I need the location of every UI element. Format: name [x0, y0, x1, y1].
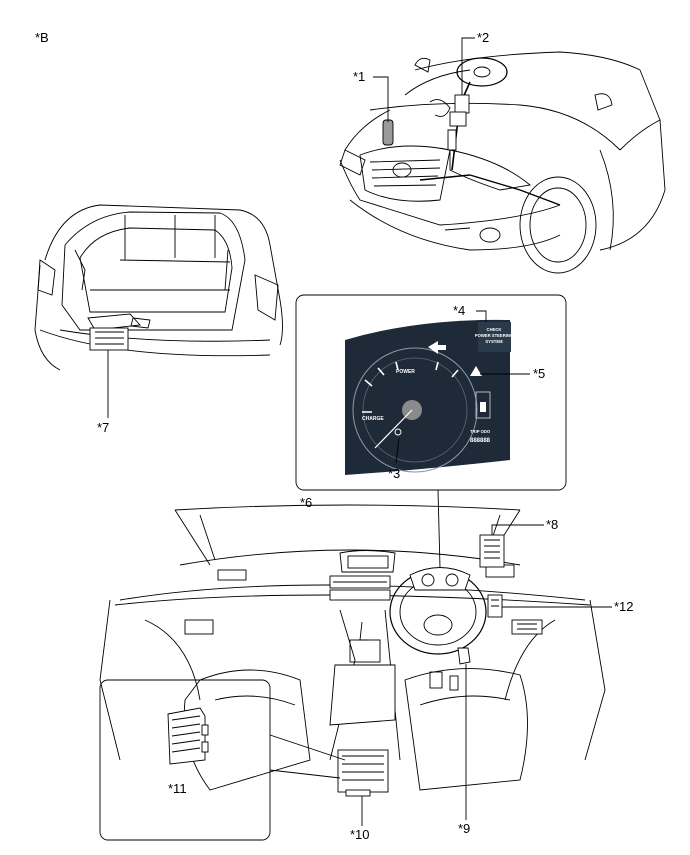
- front-vehicle-illustration: [339, 51, 666, 274]
- callout-labels: *1 *2 *3 *4 *5 *6 *7 *8 *9 *10 *11 *12: [97, 30, 634, 842]
- charge-gauge-label: CHARGE: [362, 416, 384, 422]
- leader-lines: [107, 37, 612, 826]
- ecu-inset: [99, 679, 346, 841]
- callout-10: *10: [350, 827, 370, 842]
- callout-4: *4: [453, 303, 465, 318]
- warning-line-3: SYSTEM: [485, 339, 503, 344]
- trip-odo-label: TRIP ODO: [470, 429, 491, 434]
- callout-9: *9: [458, 821, 470, 836]
- callout-8: *8: [546, 517, 558, 532]
- rear-vehicle-illustration: [34, 204, 283, 371]
- warning-line-2: POWER STEERING: [475, 333, 513, 338]
- figure-id: *B: [35, 30, 49, 45]
- callout-7: *7: [97, 420, 109, 435]
- trip-odo-value: 888888: [470, 438, 491, 444]
- callout-2: *2: [477, 30, 489, 45]
- callout-12: *12: [614, 599, 634, 614]
- callout-1: *1: [353, 69, 365, 84]
- power-gauge-label: POWER: [396, 369, 415, 375]
- callout-5: *5: [533, 366, 545, 381]
- cluster-inset: POWER CHARGE CHECK POWER STEERING SYSTEM…: [295, 294, 567, 569]
- callout-3: *3: [388, 466, 400, 481]
- callout-11: *11: [168, 781, 187, 796]
- callout-6: *6: [300, 495, 312, 510]
- warning-line-1: CHECK: [487, 327, 502, 332]
- interior-illustration: [99, 504, 606, 797]
